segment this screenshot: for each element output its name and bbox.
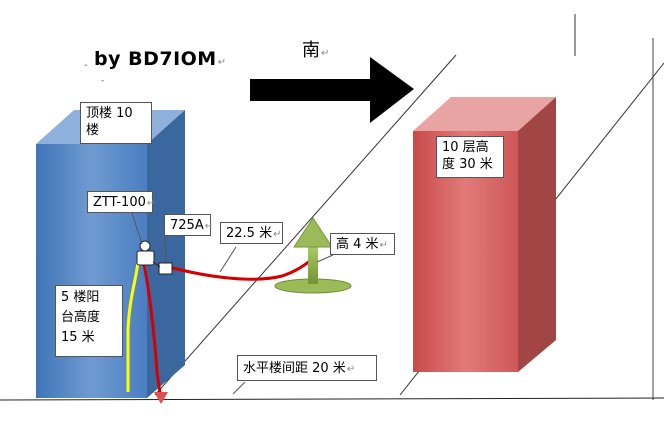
other-building-line-1: 10 层高 [442,140,489,155]
antenna-mast [308,246,318,284]
right-building-top-face [413,97,556,131]
stray-dash: - [84,60,88,71]
spacing-text: 水平楼间距 20 米 [243,361,346,376]
feedline-cable [157,256,315,281]
paragraph-mark: ↵ [217,57,227,68]
leader-cable-length [219,246,237,273]
feedline-arrowhead [154,392,168,404]
top-floor-line-2: 楼 [86,123,100,138]
station-equipment [136,240,173,275]
paragraph-mark: ↵ [346,364,356,375]
radio-model-text: 725A [170,218,204,233]
leader-antenna-height [316,254,334,263]
cable-length-text: 22.5 米 [226,226,273,241]
callout-other-building: 10 层高 度 30 米 [436,136,504,178]
paragraph-mark: ↵ [379,240,388,251]
leader-antenna-model [131,212,143,245]
balcony-line-3: 15 米 [61,330,95,345]
antenna-model-text: ZTT-100 [93,195,146,210]
paragraph-mark: ↵ [204,221,214,232]
feedline-down [142,263,162,394]
paragraph-mark: ↵ [273,229,282,240]
direction-label: 南↵ [302,36,329,62]
other-building-line-2: 度 30 米 [442,157,493,172]
stray-tick: ˉ [100,80,105,91]
callout-antenna-height: 高 4 米↵ [330,233,395,255]
paragraph-mark: ↵ [321,48,330,59]
antenna-height-text: 高 4 米 [336,237,379,252]
credit-title: by BD7IOM↵ [94,48,227,70]
antenna-head [293,217,333,248]
right-building-side-face [518,97,556,372]
credit-text: by BD7IOM [94,48,217,70]
left-building-front-face [36,144,147,398]
vertical-antenna [274,217,352,294]
balcony-line-1: 5 楼阳 [61,290,100,305]
antenna-tuner-box [136,250,155,266]
callout-top-floor: 顶楼 10 楼 [80,102,152,144]
top-floor-line-1: 顶楼 10 [86,106,133,121]
leader-spacing [232,381,246,395]
balcony-line-2: 台高度 [61,310,101,325]
paragraph-mark: ↵ [146,198,156,209]
height-marker-bracket [126,261,140,392]
radio-box [158,262,173,275]
callout-cable-length: 22.5 米↵ [220,222,283,244]
callout-radio-model: 725A↵ [164,214,214,236]
leader-radio-model [164,233,167,263]
sight-line-upper [154,54,457,396]
callout-antenna-model: ZTT-100↵ [87,191,156,213]
ground-line [0,397,664,401]
callout-spacing: 水平楼间距 20 米↵ [237,355,377,381]
south-arrow [250,57,414,123]
equipment-link [152,261,161,268]
direction-text: 南 [302,40,320,61]
callout-balcony-height: 5 楼阳 台高度 15 米 [55,285,123,357]
